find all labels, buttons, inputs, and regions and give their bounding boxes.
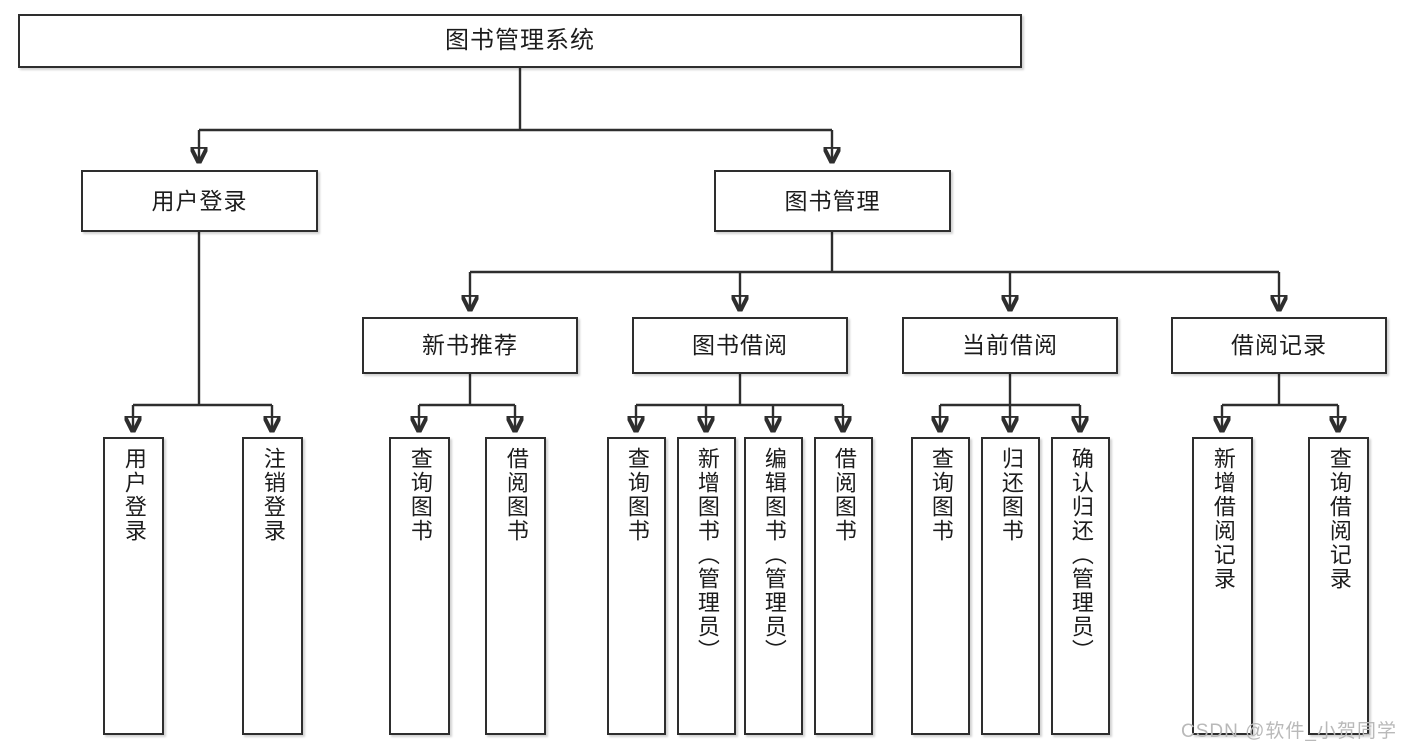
node-label: 借阅图书: [503, 447, 529, 543]
node-leaf-book-borrow-1[interactable]: 查询图书: [607, 437, 666, 735]
node-book-borrow[interactable]: 图书借阅: [632, 317, 848, 374]
node-leaf-current-borrow-3[interactable]: 确认归还（管理员）: [1051, 437, 1110, 735]
node-leaf-book-borrow-3[interactable]: 编辑图书（管理员）: [744, 437, 803, 735]
node-leaf-user-login-1[interactable]: 用户登录: [103, 437, 164, 735]
node-label: 归还图书: [998, 447, 1024, 543]
node-new-book-recommend[interactable]: 新书推荐: [362, 317, 578, 374]
node-leaf-borrow-record-2[interactable]: 查询借阅记录: [1308, 437, 1369, 735]
node-label: 确认归还（管理员）: [1068, 447, 1094, 663]
node-leaf-new-book-1[interactable]: 查询图书: [389, 437, 450, 735]
node-root-system[interactable]: 图书管理系统: [18, 14, 1022, 68]
node-label: 借阅记录: [1231, 332, 1327, 358]
node-leaf-current-borrow-2[interactable]: 归还图书: [981, 437, 1040, 735]
node-label: 用户登录: [151, 187, 248, 214]
node-current-borrow[interactable]: 当前借阅: [902, 317, 1118, 374]
node-label: 查询借阅记录: [1326, 447, 1352, 591]
node-book-management[interactable]: 图书管理: [714, 170, 951, 232]
node-leaf-user-login-2[interactable]: 注销登录: [242, 437, 303, 735]
node-leaf-book-borrow-2[interactable]: 新增图书（管理员）: [677, 437, 736, 735]
node-leaf-current-borrow-1[interactable]: 查询图书: [911, 437, 970, 735]
node-label: 查询图书: [928, 447, 954, 543]
node-label: 图书管理系统: [445, 27, 595, 54]
node-label: 新增借阅记录: [1210, 447, 1236, 591]
node-label: 借阅图书: [831, 447, 857, 543]
node-label: 新增图书（管理员）: [694, 447, 720, 663]
node-label: 查询图书: [407, 447, 433, 543]
node-label: 新书推荐: [422, 332, 518, 358]
node-label: 当前借阅: [962, 332, 1058, 358]
node-label: 注销登录: [260, 447, 286, 543]
node-leaf-borrow-record-1[interactable]: 新增借阅记录: [1192, 437, 1253, 735]
watermark-text: CSDN @软件_小贺同学: [1181, 721, 1397, 742]
node-label: 图书管理: [784, 187, 881, 214]
node-label: 查询图书: [624, 447, 650, 543]
node-leaf-new-book-2[interactable]: 借阅图书: [485, 437, 546, 735]
node-borrow-record[interactable]: 借阅记录: [1171, 317, 1387, 374]
node-label: 编辑图书（管理员）: [761, 447, 787, 663]
node-user-login[interactable]: 用户登录: [81, 170, 318, 232]
node-label: 用户登录: [121, 447, 147, 543]
node-label: 图书借阅: [692, 332, 788, 358]
node-leaf-book-borrow-4[interactable]: 借阅图书: [814, 437, 873, 735]
